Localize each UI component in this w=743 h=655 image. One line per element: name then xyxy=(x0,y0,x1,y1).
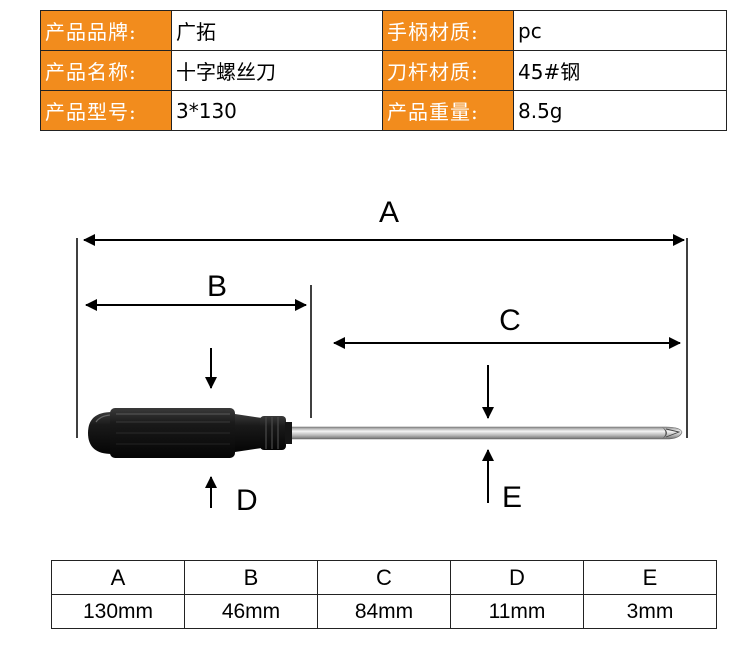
dimension-a-label: A xyxy=(379,196,399,229)
dimension-header-row: A B C D E xyxy=(51,560,717,595)
dimension-value-c: 84mm xyxy=(317,594,451,629)
dimension-d-label: D xyxy=(236,484,258,517)
shaft-material-value: 45#钢 xyxy=(513,50,727,91)
model-value: 3*130 xyxy=(171,90,383,131)
spec-row-model: 产品型号: 3*130 产品重量: 8.5g xyxy=(40,90,727,131)
dimension-value-row: 130mm 46mm 84mm 11mm 3mm xyxy=(51,594,717,629)
dimension-header-b: B xyxy=(184,560,318,595)
brand-label: 产品品牌: xyxy=(40,10,172,51)
shaft-material-label: 刀杆材质: xyxy=(382,50,514,91)
handle-material-label: 手柄材质: xyxy=(382,10,514,51)
handle-material-value: pc xyxy=(513,10,727,51)
screwdriver-diagram: A B C D E xyxy=(76,196,688,517)
spec-row-brand: 产品品牌: 广拓 手柄材质: pc xyxy=(40,10,727,51)
dimension-value-d: 11mm xyxy=(450,594,584,629)
dimension-header-c: C xyxy=(317,560,451,595)
spec-table: 产品品牌: 广拓 手柄材质: pc 产品名称: 十字螺丝刀 刀杆材质: 45#钢… xyxy=(40,10,727,131)
weight-label: 产品重量: xyxy=(382,90,514,131)
dimension-header-a: A xyxy=(51,560,185,595)
dimension-table: A B C D E 130mm 46mm 84mm 11mm 3mm xyxy=(51,560,717,629)
brand-value: 广拓 xyxy=(171,10,383,51)
dimension-e-label: E xyxy=(502,481,522,514)
model-label: 产品型号: xyxy=(40,90,172,131)
product-name-value: 十字螺丝刀 xyxy=(171,50,383,91)
dimension-c-label: C xyxy=(499,304,521,337)
dimension-value-a: 130mm xyxy=(51,594,185,629)
screwdriver-handle xyxy=(88,408,292,458)
spec-row-name: 产品名称: 十字螺丝刀 刀杆材质: 45#钢 xyxy=(40,50,727,91)
product-name-label: 产品名称: xyxy=(40,50,172,91)
screwdriver-shaft xyxy=(289,426,683,440)
weight-value: 8.5g xyxy=(513,90,727,131)
dimension-value-b: 46mm xyxy=(184,594,318,629)
dimension-header-d: D xyxy=(450,560,584,595)
dimension-header-e: E xyxy=(583,560,717,595)
dimension-value-e: 3mm xyxy=(583,594,717,629)
dimension-b-label: B xyxy=(207,270,227,303)
